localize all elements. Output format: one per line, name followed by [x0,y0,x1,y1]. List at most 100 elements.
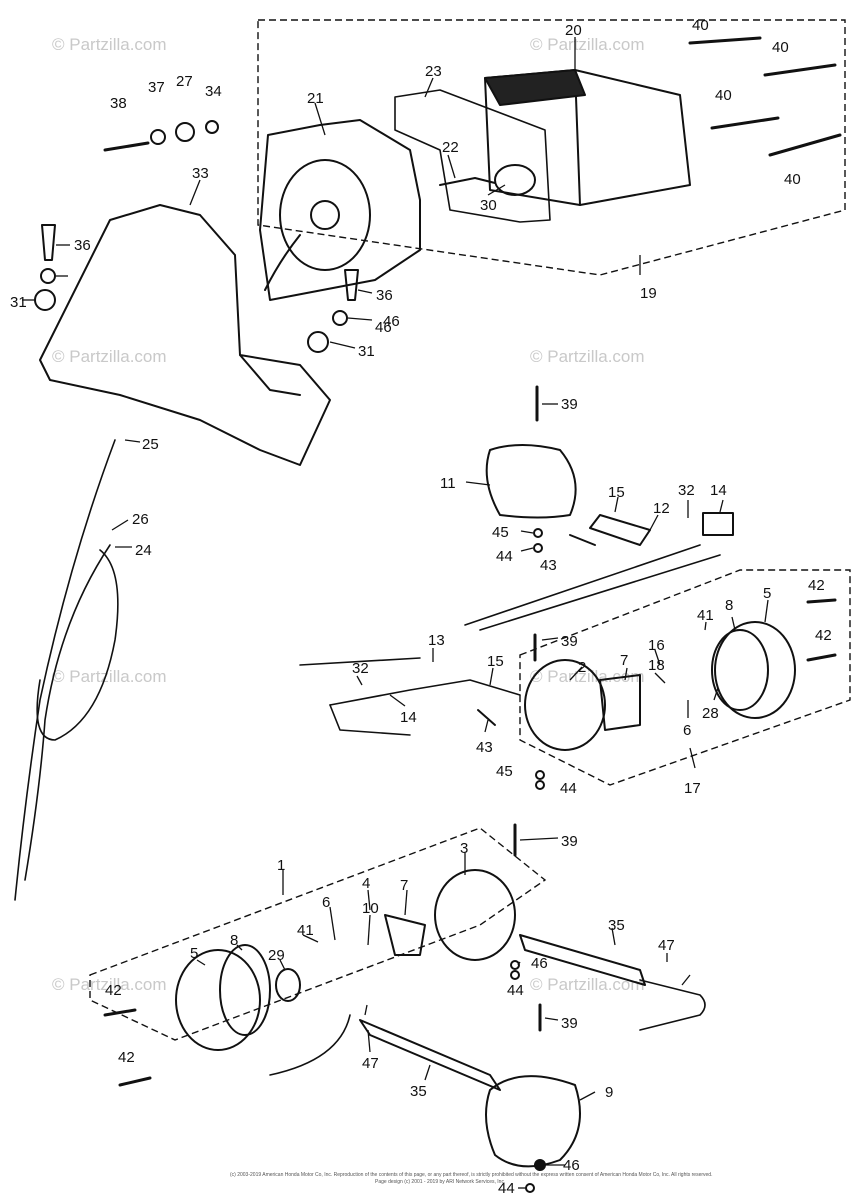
leader [329,341,356,349]
callout-45: 45 [492,524,509,541]
callout-11: 11 [440,475,456,492]
leader [424,1064,431,1081]
bracket-shape [39,204,331,466]
bolt-36 [344,269,359,301]
callout-42: 42 [105,982,122,999]
watermark-text: © Partzilla.com [530,975,645,994]
callout-14: 14 [710,482,727,499]
nut-31 [34,289,56,311]
leader [624,667,628,681]
callout-40: 40 [784,171,801,188]
callout-6: 6 [683,722,691,739]
callout-12: 12 [653,500,670,517]
grommet-27 [175,122,195,142]
callout-30: 30 [480,197,497,214]
leader [611,927,616,946]
screw-42 [806,598,837,604]
copyright-line: (c) 2003-2019 American Honda Motor Co, I… [230,1172,712,1178]
tail-bulb [494,164,536,196]
watermark-text: © Partzilla.com [530,667,645,686]
tail-lens-top [484,69,586,106]
leader [520,530,534,534]
winker-wire [464,544,701,626]
leader [764,599,769,623]
callout-46: 46 [383,313,400,330]
harness-loop [36,549,119,741]
winker-housing-9 [485,1075,581,1168]
rear-winker-group-outline [89,827,547,1041]
part-drawings [14,36,842,1193]
nut-46 [533,528,543,538]
leader [302,934,319,943]
callout-7: 7 [400,877,408,894]
callout-39: 39 [561,633,578,650]
winker-rim-8 [711,629,769,711]
leader [704,621,707,631]
callout-16: 16 [648,637,665,654]
watermark-text: © Partzilla.com [530,35,645,54]
callout-46: 46 [531,955,548,972]
leader [367,1029,371,1053]
stay-35 [519,934,646,986]
copyright-line: Page design (c) 2001 - 2019 by ARI Netwo… [375,1179,505,1185]
watermark-text: © Partzilla.com [52,35,167,54]
leader [389,694,406,707]
leader [447,154,456,179]
callout-23: 23 [425,63,442,80]
washer-47 [332,310,348,326]
winker-lens-5-rear [175,949,261,1051]
leader [489,667,494,686]
callout-25: 25 [142,436,159,453]
nut-44 [535,780,545,790]
callout-40: 40 [715,87,732,104]
callout-5: 5 [763,585,771,602]
stay-35-lower [359,1019,501,1091]
callout-19: 19 [640,285,657,302]
leader-lines [22,37,769,1189]
watermark-text: © Partzilla.com [52,667,167,686]
leader [579,1091,596,1101]
callout-39: 39 [561,1015,578,1032]
screw-42 [118,1076,152,1087]
callout-7: 7 [620,652,628,669]
callout-46: 46 [563,1157,580,1174]
leader [689,747,696,769]
callout-42: 42 [815,627,832,644]
screw-43 [569,534,596,546]
leader [404,889,408,916]
leader [654,672,666,684]
callout-42: 42 [808,577,825,594]
screw-43 [477,709,496,726]
tail-light-group-outline [257,19,846,276]
leader [713,687,719,701]
winker-wire [299,657,421,666]
callout-10: 10 [362,900,379,917]
watermark-text: © Partzilla.com [52,975,167,994]
tail-base-ring [279,159,371,271]
callout-47: 47 [362,1055,379,1072]
washer-37 [150,129,166,145]
leader [314,102,326,136]
leader [189,179,201,206]
nut-46 [534,1159,546,1171]
winker-wire [329,704,411,736]
nut-44 [525,1183,535,1193]
callout-41: 41 [697,607,714,624]
callout-33: 33 [192,165,209,182]
nut-46 [535,770,545,780]
callout-39: 39 [561,396,578,413]
callout-17: 17 [684,780,701,797]
leader [649,514,659,531]
stay-15 [589,514,651,546]
washer-47 [40,268,56,284]
callout-42: 42 [118,1049,135,1066]
stay-15-lower [329,679,521,706]
callout-9: 9 [605,1084,613,1101]
leader [731,616,736,631]
bracket-flange [239,354,301,396]
callout-41: 41 [297,922,314,939]
socket-7-rear [384,914,426,956]
bolt-40 [710,116,780,130]
leader [519,837,559,841]
